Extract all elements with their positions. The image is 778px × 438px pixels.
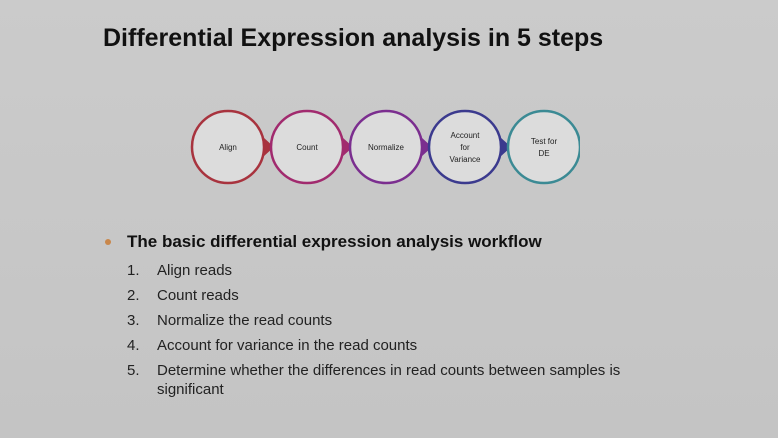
workflow-arrow-icon	[421, 137, 432, 157]
workflow-arrow-icon	[263, 137, 274, 157]
step-text: Count reads	[157, 287, 239, 304]
step-text: Align reads	[157, 262, 233, 279]
step-item: 1. Align reads	[127, 261, 687, 281]
steps-list: 1. Align reads 2. Count reads 3. Normali…	[127, 261, 687, 404]
bullet-dot-icon	[105, 239, 111, 245]
step-number: 1.	[127, 262, 140, 279]
workflow-arrow-icon	[500, 137, 511, 157]
step-item: 2. Count reads	[127, 286, 687, 306]
workflow-step-circle	[506, 109, 580, 185]
step-number: 3.	[127, 312, 140, 329]
workflow-step-node: Count	[269, 109, 353, 185]
step-item: 4. Account for variance in the read coun…	[127, 336, 687, 356]
step-item: 5. Determine whether the differences in …	[127, 361, 687, 399]
step-number: 5.	[127, 362, 140, 379]
workflow-step-label: Count	[296, 143, 318, 152]
step-text: Determine whether the differences in rea…	[157, 362, 621, 398]
step-number: 2.	[127, 287, 140, 304]
workflow-arrow-icon	[342, 137, 353, 157]
workflow-step-label: Align	[219, 143, 237, 152]
step-text: Account for variance in the read counts	[157, 337, 418, 354]
workflow-step-node: Align	[190, 109, 274, 185]
bullet-heading: The basic differential expression analys…	[127, 232, 542, 251]
step-number: 4.	[127, 337, 140, 354]
workflow-step-label: Normalize	[368, 143, 405, 152]
step-item: 3. Normalize the read counts	[127, 311, 687, 331]
bullet-item: The basic differential expression analys…	[105, 232, 542, 252]
workflow-step-node: Normalize	[348, 109, 432, 185]
step-text: Normalize the read counts	[157, 312, 333, 329]
slide-title: Differential Expression analysis in 5 st…	[103, 24, 604, 52]
